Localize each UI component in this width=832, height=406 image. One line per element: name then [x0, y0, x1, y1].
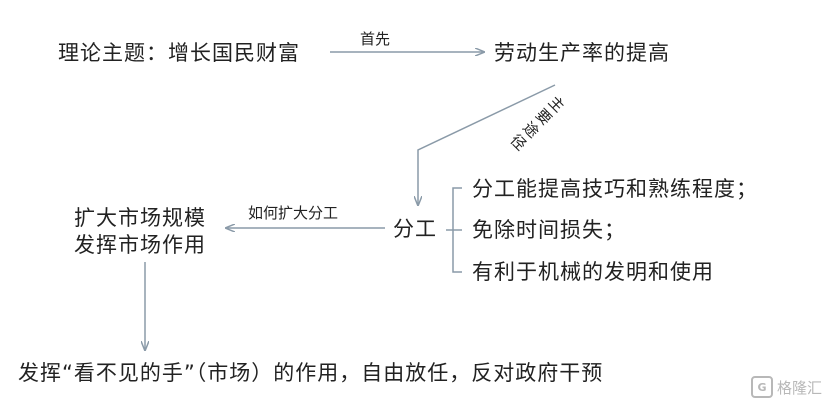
benefit-3: 有利于机械的发明和使用	[472, 260, 714, 284]
conclusion-node: 发挥“看不见的手”（市场）的作用，自由放任，反对政府干预	[18, 361, 604, 385]
watermark: G 格隆汇	[750, 376, 822, 398]
benefits-bracket	[452, 187, 462, 273]
benefit-2: 免除时间损失；	[472, 218, 626, 242]
market-node-line1: 扩大市场规模	[74, 206, 206, 230]
main-path-char-4: 径	[506, 130, 530, 155]
productivity-node: 劳动生产率的提高	[494, 41, 670, 65]
market-node-line2: 发挥市场作用	[74, 233, 206, 257]
edge-label-main-path: 主 要 途 径	[505, 93, 569, 156]
watermark-text: 格隆汇	[776, 378, 822, 397]
watermark-logo-icon: G	[750, 376, 773, 398]
benefit-1: 分工能提高技巧和熟练程度；	[472, 177, 758, 201]
edge-label-first: 首先	[360, 30, 391, 48]
theme-node: 理论主题：增长国民财富	[58, 41, 300, 65]
division-node: 分工	[393, 217, 437, 241]
edge-label-how-expand: 如何扩大分工	[248, 204, 339, 222]
